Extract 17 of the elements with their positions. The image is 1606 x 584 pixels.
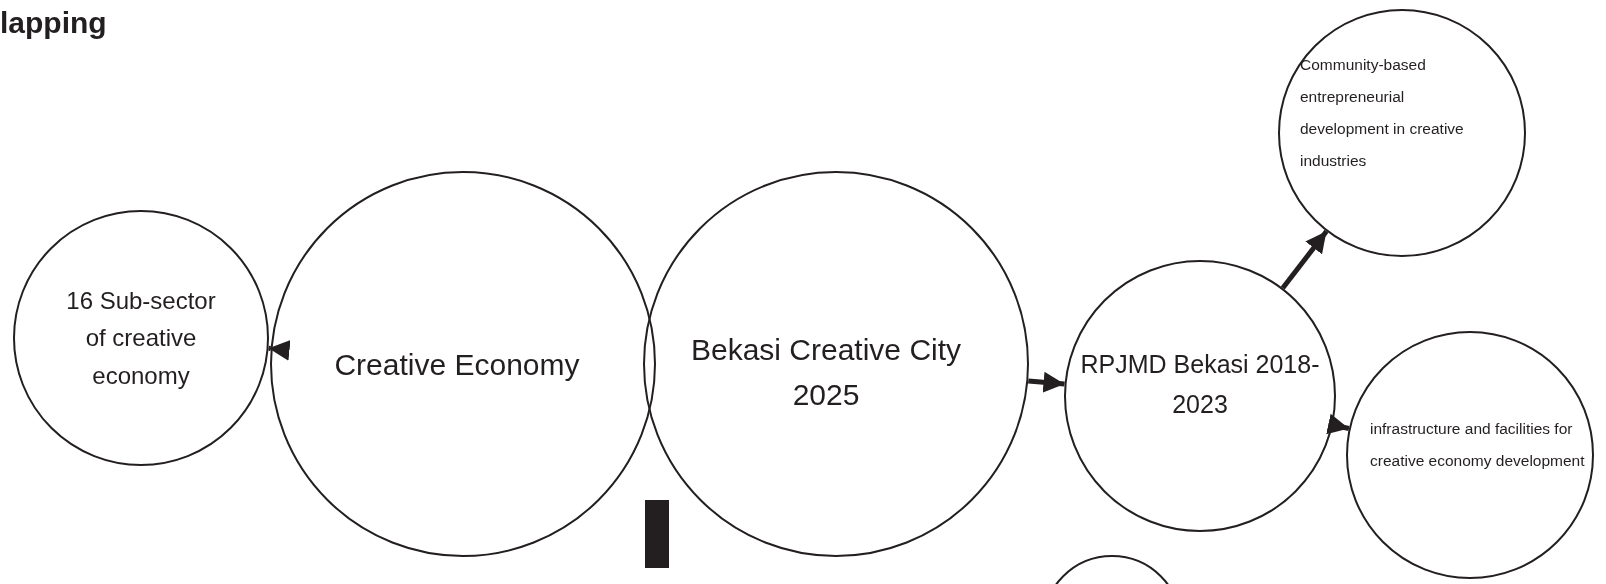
circle-node — [643, 171, 1029, 557]
circle-node — [1064, 260, 1336, 532]
circle-node — [1278, 9, 1526, 257]
node-label: 16 Sub-sector of creative economy — [65, 286, 217, 391]
arrow — [1326, 413, 1350, 435]
arrow — [268, 339, 291, 361]
node-label: RPJMD Bekasi 2018-2023 — [1080, 349, 1320, 420]
node-label: Community-based entrepreneurial development in creative industries — [1300, 55, 1465, 171]
node-label: Creative Economy — [333, 346, 581, 383]
circle-node — [1346, 331, 1594, 579]
arrow — [1028, 371, 1065, 393]
diagram-title: lapping — [0, 6, 107, 40]
circle-node — [270, 171, 656, 557]
arrow — [1280, 229, 1329, 290]
node-label: Bekasi Creative City 2025 — [689, 332, 963, 413]
node-label: infrastructure and facilities for creative economy development — [1370, 419, 1586, 471]
circle-node — [13, 210, 269, 466]
